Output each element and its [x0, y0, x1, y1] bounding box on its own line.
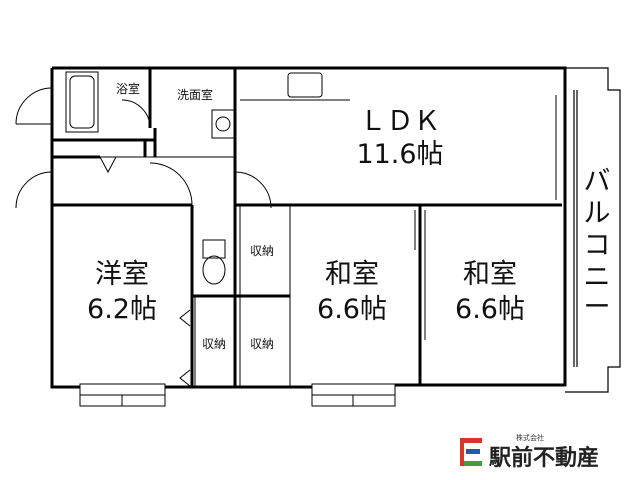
label-western-name: 洋室 [95, 259, 149, 290]
toilet [202, 239, 226, 285]
label-storage-bottom-left: 収納 [202, 337, 226, 351]
label-japanese2-size: 6.6帖 [455, 294, 525, 325]
label-washroom: 洗面室 [177, 87, 213, 102]
outer-walls [50, 66, 567, 389]
label-ldk-name: ＬＤＫ [360, 106, 441, 137]
label-japanese1-size: 6.6帖 [317, 294, 387, 325]
washroom-fixtures [211, 109, 235, 139]
logo-company-name: 駅前不動産 [489, 445, 599, 471]
balcony-char: ル [584, 198, 611, 229]
door-swings [15, 87, 272, 388]
label-bath: 浴室 [116, 81, 140, 96]
logo-icon [460, 438, 482, 466]
label-japanese2-name: 和室 [463, 259, 517, 290]
windows [79, 383, 396, 407]
kitchen-counter [240, 72, 350, 101]
label-japanese1-name: 和室 [325, 259, 379, 290]
label-storage-bottom-right: 収納 [250, 337, 274, 351]
logo-company-type: 株式会社 [516, 433, 544, 442]
thin-lines [51, 156, 426, 387]
balcony [555, 67, 621, 393]
label-western-size: 6.2帖 [87, 294, 157, 325]
label-balcony: バ ル コ ニ ー [584, 166, 611, 323]
label-ldk-size: 11.6帖 [356, 139, 443, 170]
balcony-char: ー [584, 292, 611, 323]
balcony-char: バ [584, 166, 611, 197]
company-logo: 株式会社 駅前不動産 [460, 433, 599, 471]
interior-walls [52, 68, 562, 387]
bathtub [65, 71, 99, 133]
label-storage-top: 収納 [250, 244, 274, 258]
balcony-char: コ [584, 230, 611, 261]
balcony-char: ニ [584, 262, 611, 293]
